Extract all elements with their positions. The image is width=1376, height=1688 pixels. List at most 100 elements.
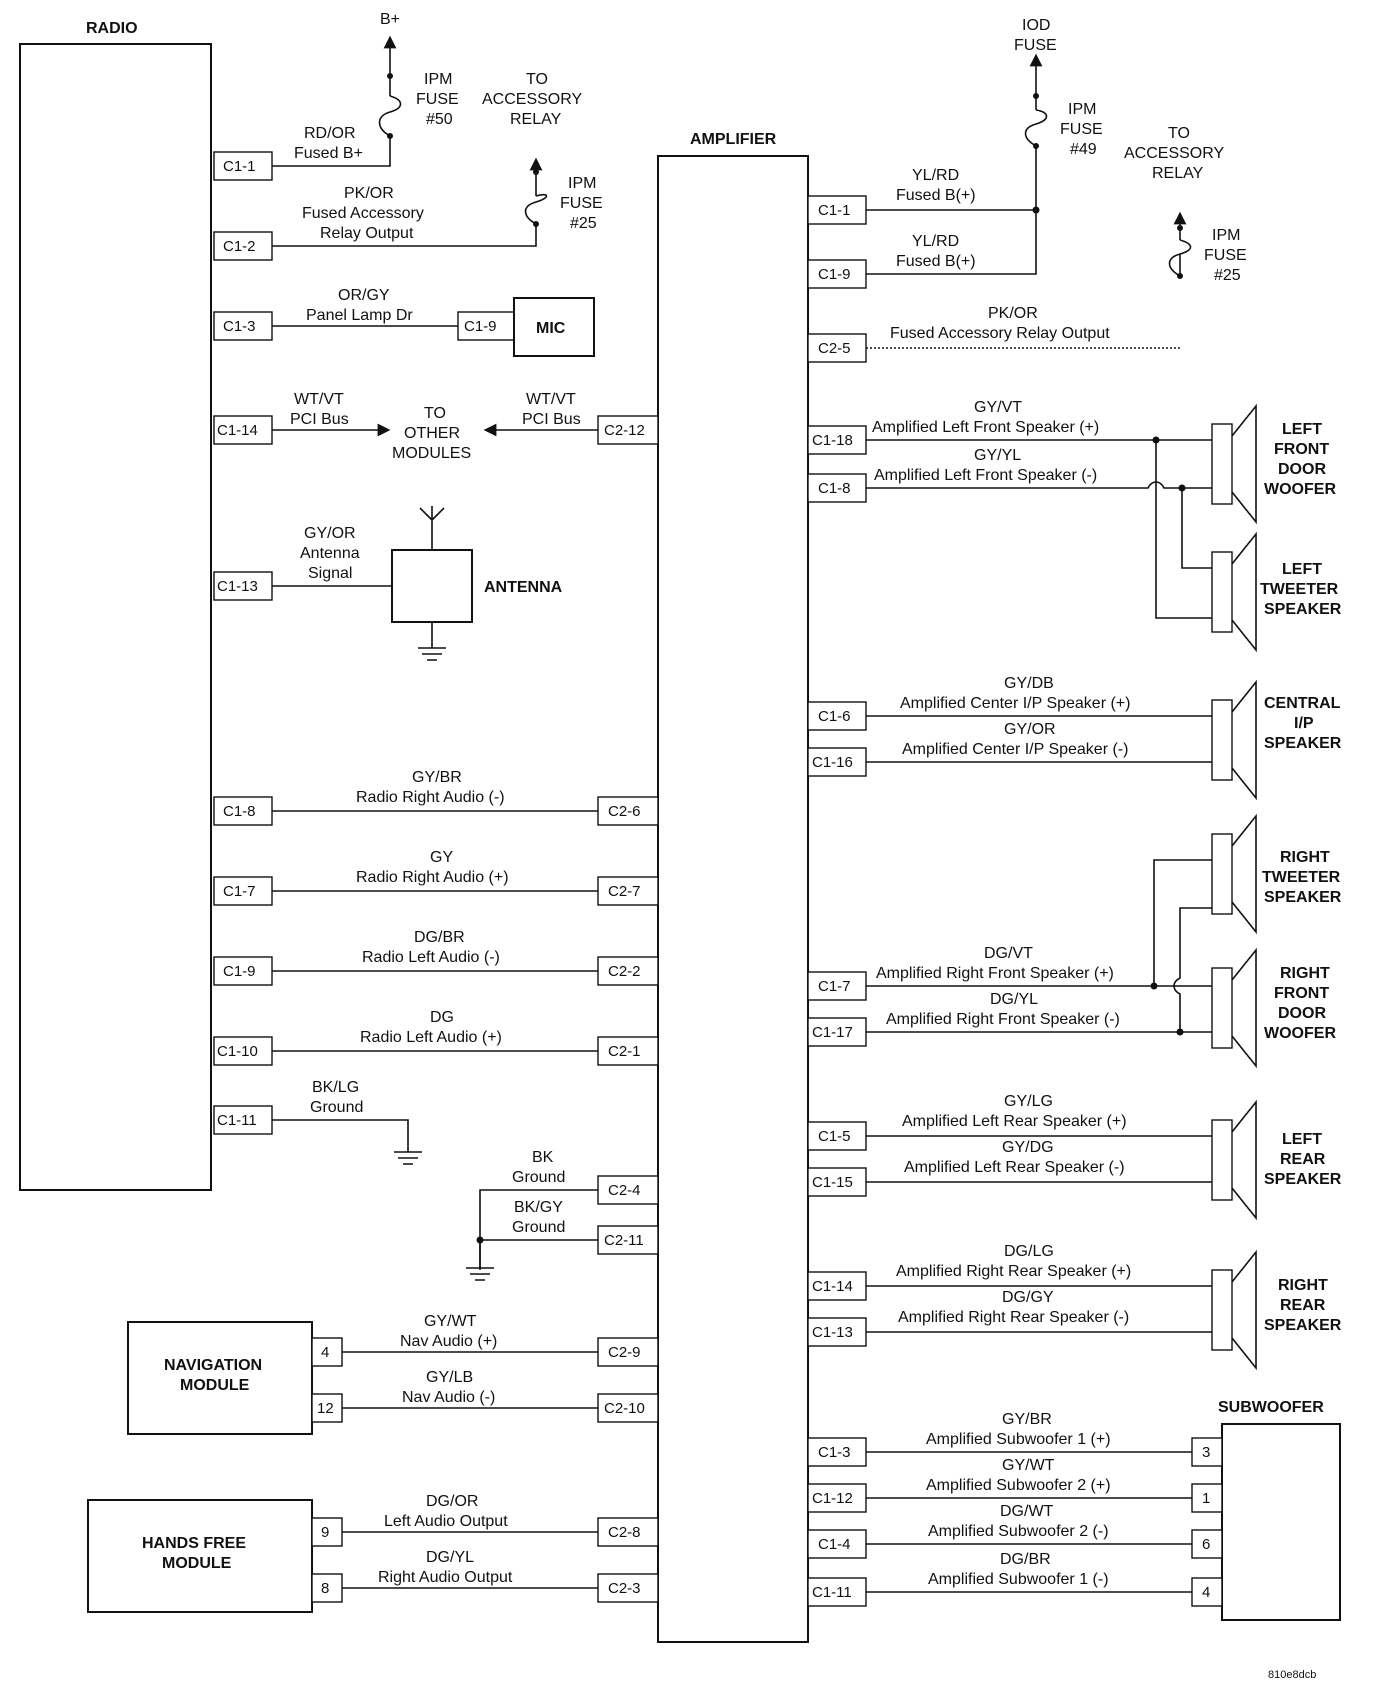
label-wires-amp-c1-3-0: GY/BR (1002, 1411, 1052, 1428)
label-wires-amp-c1-11-1: Amplified Subwoofer 1 (-) (928, 1571, 1109, 1588)
mic-pin: C1-9 (464, 318, 497, 335)
label-fuses-to-acc-relay-0: TO (526, 71, 548, 88)
label-wires-amp-c1-11-0: DG/BR (1000, 1551, 1051, 1568)
label-speakers-left-tweeter-0: LEFT (1282, 561, 1322, 578)
radio-module: RADIO (19, 20, 212, 1191)
label-wires-amp-c1-15-0: GY/DG (1002, 1139, 1054, 1156)
label-fuses-iod-fuse-0: IOD (1022, 17, 1050, 34)
label-radio-pins-c1-14: C1-14 (217, 422, 258, 439)
label-module-pins-nav-4: 4 (321, 1344, 329, 1361)
hands-free-module: HANDS FREE MODULE 9 8 (87, 1499, 343, 1613)
label-wires-radio-c1-8-1: Radio Right Audio (-) (356, 789, 505, 806)
label-fuses-ipm49-2: #49 (1070, 141, 1097, 158)
label-fuses-to-acc-relay-2-0: TO (1168, 125, 1190, 142)
label-speakers-left-rear-0: LEFT (1282, 1131, 1322, 1148)
label-wires-amp-c1-1-1: Fused B(+) (896, 187, 976, 204)
wire-hf-left: DG/OR Left Audio Output (342, 1493, 598, 1533)
wire-amp-c1-6: GY/DB Amplified Center I/P Speaker (+) (866, 675, 1212, 717)
label-wires-radio-c1-10-0: DG (430, 1009, 454, 1026)
label-wires-radio-c1-2-1: Fused Accessory (302, 205, 424, 222)
label-wires-amp-c1-13-0: DG/GY (1002, 1289, 1054, 1306)
wire-amp-c1-7: DG/VT Amplified Right Front Speaker (+) (866, 859, 1212, 990)
label-wires-radio-c1-14-1: PCI Bus (290, 411, 349, 428)
wire-radio-c1-8: GY/BR Radio Right Audio (-) (272, 769, 598, 812)
antenna-module: ANTENNA (391, 506, 563, 661)
label-amp-right-pins-c1-12: C1-12 (812, 1490, 853, 1507)
label-speakers-right-rear-2: SPEAKER (1264, 1317, 1342, 1334)
label-speakers-right-front-woofer-1: FRONT (1274, 985, 1329, 1002)
label-radio-pins-c1-3: C1-3 (223, 318, 256, 335)
amp-pin-c1-6: C1-6 (807, 701, 867, 731)
label-wires-amp-c2-5-1: Fused Accessory Relay Output (890, 325, 1110, 342)
wire-amp-c1-8: GY/YL Amplified Left Front Speaker (-) (866, 447, 1212, 569)
amp-left-pins: C2-12 C2-6 C2-7 C2-2 C2-1 C2-4 C2-11 C2-… (597, 415, 659, 1603)
wire-radio-c1-7: GY Radio Right Audio (+) (272, 849, 598, 892)
amp-pin-c2-2: C2-2 (597, 956, 659, 986)
amp-pin-c1-5: C1-5 (807, 1121, 867, 1151)
amp-pin-c1-18: C1-18 (807, 425, 867, 455)
amp-right-pins: C1-1 C1-9 C2-5 C1-18 C1-8 C1-6 C1-16 C1-… (807, 195, 867, 1607)
label-wires-amp-c1-7-0: DG/VT (984, 945, 1033, 962)
label-wires-amp-c2-5-0: PK/OR (988, 305, 1038, 322)
label-fuses-ipm25-2-2: #25 (1214, 267, 1241, 284)
radio-pin-c1-2: C1-2 (213, 231, 273, 261)
label-speakers-left-front-woofer-1: FRONT (1274, 441, 1329, 458)
subwoofer-title: SUBWOOFER (1218, 1399, 1324, 1416)
label-wires-radio-c1-13-2: Signal (308, 565, 352, 582)
fuse-ipm-50: IPM FUSE #50 (416, 71, 459, 128)
label-wires-amp-c1-8-1: Amplified Left Front Speaker (-) (874, 467, 1097, 484)
label-wires-amp-c2-4-1: Ground (512, 1169, 565, 1186)
navigation-module: NAVIGATION MODULE 4 12 (127, 1321, 343, 1435)
amp-pin-c2-3: C2-3 (597, 1573, 659, 1603)
fuse-iod: IOD FUSE (1014, 17, 1057, 54)
label-fuses-ipm49-0: IPM (1068, 101, 1096, 118)
amp-pin-c2-6: C2-6 (597, 796, 659, 826)
amp-pin-c2-4: C2-4 (597, 1175, 659, 1205)
label-amp-left-pins-c2-7: C2-7 (608, 883, 641, 900)
label-fuses-to-acc-relay-2-2: RELAY (1152, 165, 1204, 182)
wire-amp-c2-4: BK Ground (479, 1149, 598, 1270)
to-accessory-relay-amp: TO ACCESSORY RELAY (1124, 125, 1225, 182)
label-wires-radio-c1-2-0: PK/OR (344, 185, 394, 202)
amplifier-module: AMPLIFIER (657, 131, 809, 1643)
speaker-central-ip: CENTRAL I/P SPEAKER (1211, 679, 1342, 801)
label-sub-pins-p6: 6 (1202, 1536, 1210, 1553)
label-wires-amp-c1-8-0: GY/YL (974, 447, 1021, 464)
label-fuses-ipm50-1: FUSE (416, 91, 459, 108)
label-wires-amp-c1-12-0: GY/WT (1002, 1457, 1055, 1474)
label-amp-left-pins-c2-3: C2-3 (608, 1580, 641, 1597)
radio-pin-c1-11: C1-11 (213, 1105, 273, 1135)
label-speakers-right-tweeter-0: RIGHT (1280, 849, 1330, 866)
wire-hf-right: DG/YL Right Audio Output (342, 1549, 598, 1589)
label-wires-radio-c1-11-0: BK/LG (312, 1079, 359, 1096)
label-wires-amp-c1-9-0: YL/RD (912, 233, 959, 250)
wire-radio-c1-3: OR/GY Panel Lamp Dr (272, 287, 458, 327)
antenna-title: ANTENNA (484, 579, 563, 596)
label-speakers-right-tweeter-2: SPEAKER (1264, 889, 1342, 906)
label-radio-pins-c1-11: C1-11 (217, 1112, 257, 1129)
label-speakers-left-rear-1: REAR (1280, 1151, 1326, 1168)
label-wires-amp-c1-5-0: GY/LG (1004, 1093, 1053, 1110)
amp-pin-c1-14: C1-14 (807, 1271, 867, 1301)
wire-amp-c1-14: DG/LG Amplified Right Rear Speaker (+) (866, 1243, 1212, 1287)
amp-pin-c2-7: C2-7 (597, 876, 659, 906)
label-wires-to-other-modules-1: OTHER (404, 425, 460, 442)
label-speakers-right-rear-0: RIGHT (1278, 1277, 1328, 1294)
wire-amp-c1-3: GY/BR Amplified Subwoofer 1 (+) (866, 1411, 1192, 1453)
label-amp-right-pins-c1-9: C1-9 (818, 266, 851, 283)
label-amp-right-pins-c1-3: C1-3 (818, 1444, 851, 1461)
label-wires-amp-c2-4-0: BK (532, 1149, 554, 1166)
radio-pin-c1-7: C1-7 (213, 876, 273, 906)
label-wires-radio-c1-13-1: Antenna (300, 545, 360, 562)
label-wires-radio-c1-14-0: WT/VT (294, 391, 344, 408)
wire-radio-c1-10: DG Radio Left Audio (+) (272, 1009, 598, 1052)
wire-radio-c1-9: DG/BR Radio Left Audio (-) (272, 929, 598, 972)
wire-amp-c1-12: GY/WT Amplified Subwoofer 2 (+) (866, 1457, 1192, 1499)
label-modules-hands-free-1: MODULE (162, 1555, 232, 1572)
amplifier-title: AMPLIFIER (690, 131, 777, 148)
label-speakers-left-rear-2: SPEAKER (1264, 1171, 1342, 1188)
label-wires-amp-c1-9-1: Fused B(+) (896, 253, 976, 270)
label-speakers-left-front-woofer-3: WOOFER (1264, 481, 1336, 498)
label-wires-nav-minus-0: GY/LB (426, 1369, 473, 1386)
